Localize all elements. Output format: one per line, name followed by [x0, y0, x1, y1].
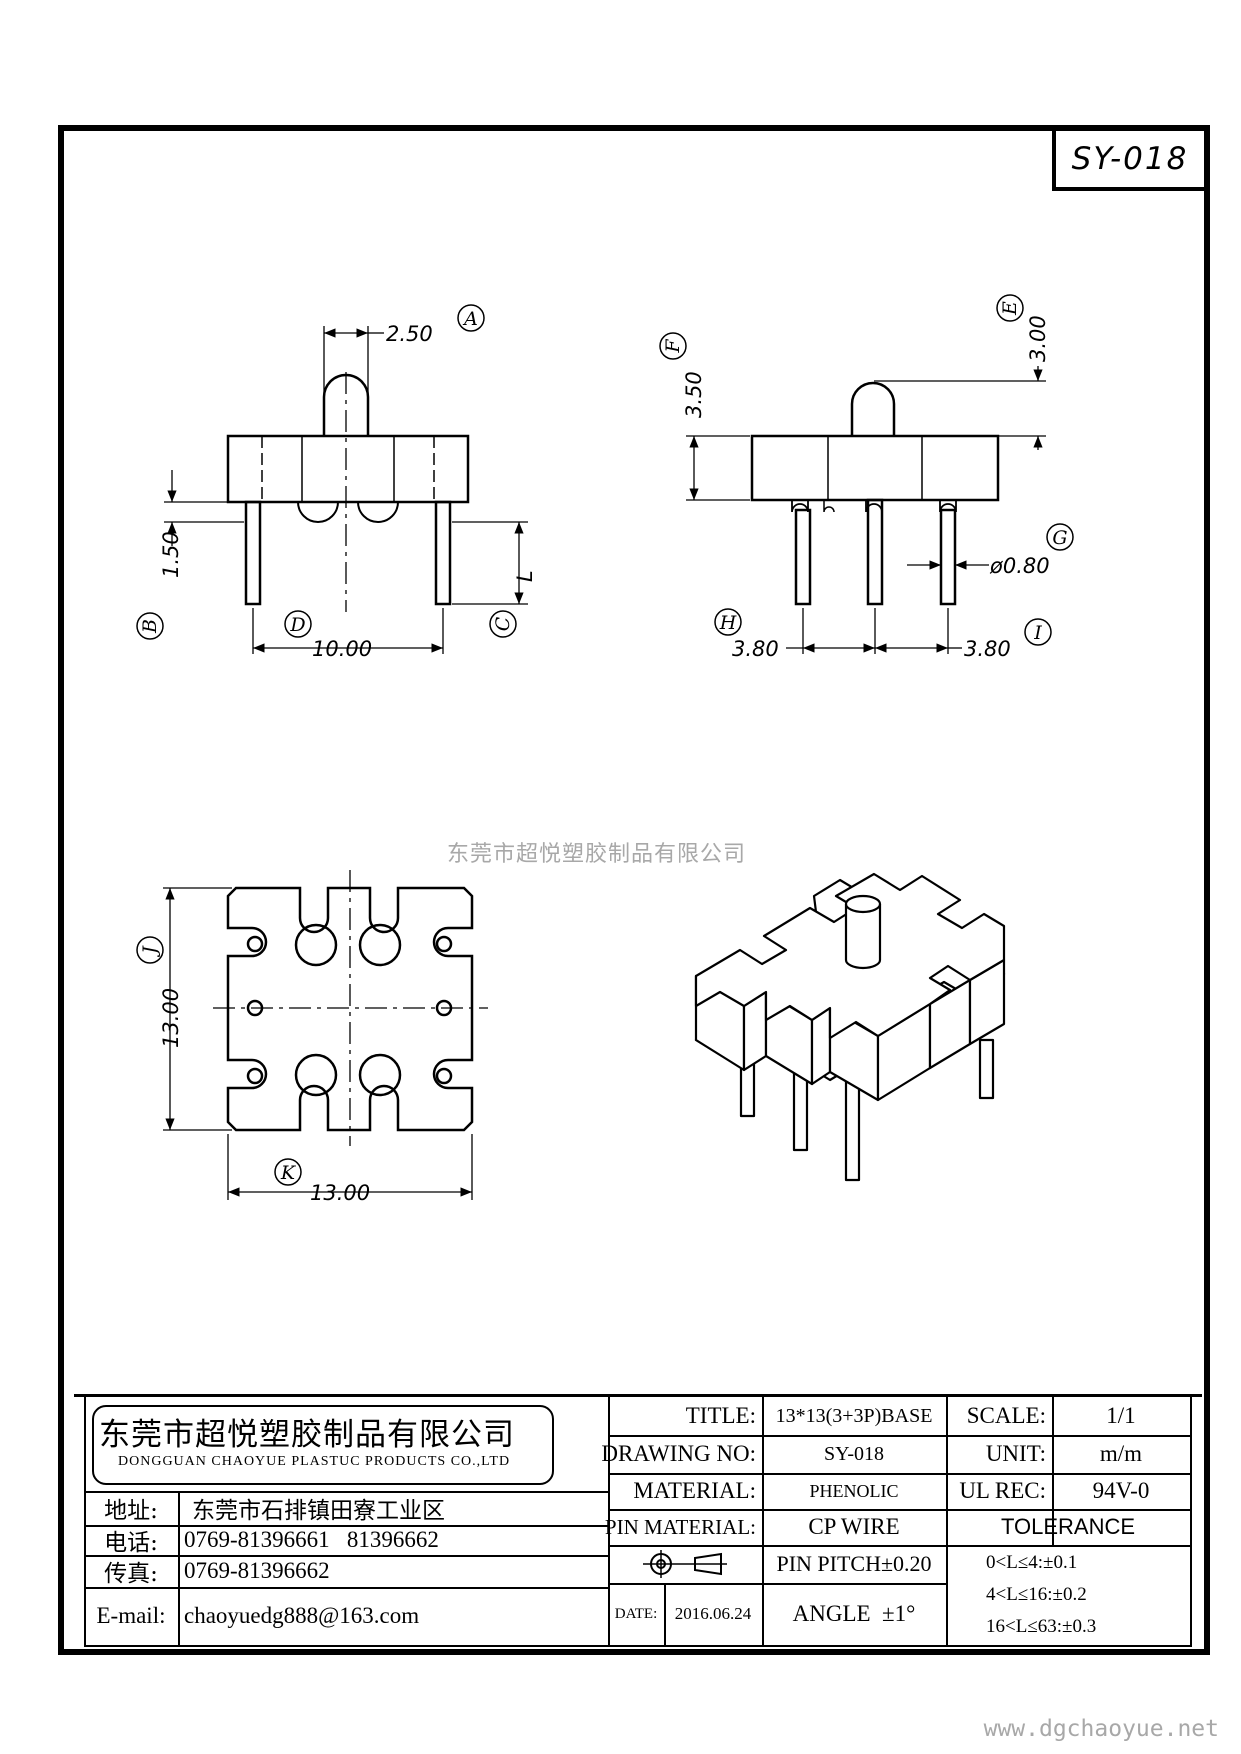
dim-a: 2.50 [386, 322, 433, 346]
iso-post [844, 904, 882, 970]
svg-text:B: B [139, 619, 161, 634]
svg-text:F: F [662, 339, 684, 354]
title-label: TITLE: [685, 1403, 756, 1428]
dim-g: ø0.80 [989, 554, 1050, 578]
dim-k: 13.00 [310, 1181, 370, 1205]
company-name-cn: 东莞市超悦塑胶制品有限公司 [99, 1417, 515, 1453]
svg-text:J: J [139, 945, 161, 958]
top-outline [226, 886, 474, 1132]
date-value: 2016.06.24 [674, 1604, 752, 1623]
email-value: chaoyuedg888@163.com [184, 1603, 420, 1628]
dim-l: L [513, 570, 537, 582]
phone-value: 0769-81396661 81396662 [184, 1527, 439, 1552]
website-watermark: www.dgchaoyue.net [983, 1716, 1219, 1742]
svg-text:G: G [1052, 527, 1067, 549]
top-hole-1 [294, 923, 338, 967]
watermark: 东莞市超悦塑胶制品有限公司 [447, 842, 747, 867]
drawing-code: SY-018 [1052, 131, 1204, 191]
callout-k: K [274, 1158, 302, 1186]
projection-icon [643, 1550, 727, 1578]
address-label: 地址: [104, 1498, 158, 1524]
side-pin-1 [794, 508, 812, 606]
svg-text:I: I [1033, 622, 1042, 644]
callout-c: C [489, 610, 517, 638]
tolerance-row: 0<L≤4:±0.1 [986, 1552, 1078, 1573]
pin-material-label: PIN MATERIAL: [604, 1514, 756, 1539]
side-pin-3 [939, 508, 957, 606]
front-view [226, 372, 470, 612]
dim-e: 3.00 [1026, 315, 1050, 362]
scale-label: SCALE: [966, 1403, 1046, 1428]
drawing-frame: SY-018 东莞市超悦塑胶制品有限公司 DONGGUAN CHAOYUE PL… [58, 125, 1210, 1655]
callout-g: G [1046, 523, 1074, 551]
scale-value: 1/1 [1106, 1403, 1136, 1428]
company-logo-box [92, 1405, 554, 1485]
svg-text:C: C [492, 616, 514, 631]
isometric-view [694, 872, 1006, 1182]
unit-value: m/m [1099, 1441, 1143, 1466]
side-post [850, 381, 896, 436]
drawing-no-value: SY-018 [823, 1442, 884, 1465]
angle: ANGLE ±1° [792, 1601, 916, 1626]
material-value: PHENOLIC [809, 1480, 899, 1501]
dim-h: 3.80 [732, 637, 779, 661]
top-hole-2 [358, 923, 402, 967]
pin-pitch: PIN PITCH±0.20 [776, 1551, 932, 1576]
projection-symbol [608, 1545, 762, 1583]
phone-label: 电话: [104, 1530, 158, 1556]
drawing-no-label: DRAWING NO: [601, 1441, 756, 1466]
address-value: 东莞市石排镇田寮工业区 [192, 1498, 445, 1524]
svg-text:D: D [289, 614, 305, 636]
front-body [226, 434, 470, 504]
top-hole-3 [294, 1053, 338, 1097]
svg-text:K: K [280, 1162, 297, 1184]
dim-d: 10.00 [312, 637, 372, 661]
side-pin-2 [866, 498, 884, 606]
callout-b: B [136, 612, 164, 640]
callout-i: I [1024, 618, 1052, 646]
front-pin-right [434, 500, 452, 606]
callout-e: E [996, 294, 1024, 322]
top-hole-4 [358, 1053, 402, 1097]
unit-label: UNIT: [985, 1441, 1046, 1466]
callout-f: F [659, 332, 687, 360]
fax-value: 0769-81396662 [184, 1558, 330, 1583]
ul-value: 94V-0 [1092, 1478, 1150, 1503]
material-label: MATERIAL: [633, 1478, 756, 1503]
title-block: 东莞市超悦塑胶制品有限公司 DONGGUAN CHAOYUE PLASTUC P… [74, 1394, 1202, 1647]
ul-label: UL REC: [959, 1478, 1046, 1503]
svg-text:A: A [462, 308, 478, 330]
tolerance-row: 16<L≤63:±0.3 [986, 1616, 1097, 1637]
top-view [213, 870, 488, 1146]
callout-a: A [457, 304, 485, 332]
callout-h: H [714, 608, 742, 636]
dim-j: 13.00 [159, 988, 183, 1048]
front-pin-left [244, 500, 262, 606]
dim-f: 3.50 [682, 371, 706, 418]
svg-text:H: H [719, 612, 737, 634]
email-label: E-mail: [96, 1603, 166, 1628]
dim-b: 1.50 [159, 531, 183, 578]
tolerance-label: TOLERANCE [1000, 1514, 1136, 1539]
side-view [750, 381, 1000, 606]
callout-d: D [284, 610, 312, 638]
fax-label: 传真: [104, 1561, 158, 1587]
tolerance-row: 4<L≤16:±0.2 [986, 1584, 1087, 1605]
title-value: 13*13(3+3P)BASE [775, 1404, 933, 1427]
dim-i: 3.80 [964, 637, 1011, 661]
date-label: DATE: [614, 1605, 658, 1622]
pin-material-value: CP WIRE [808, 1514, 900, 1539]
company-name-en: DONGGUAN CHAOYUE PLASTUC PRODUCTS CO.,LT… [118, 1454, 511, 1469]
callout-j: J [136, 936, 164, 964]
svg-text:E: E [999, 301, 1021, 316]
